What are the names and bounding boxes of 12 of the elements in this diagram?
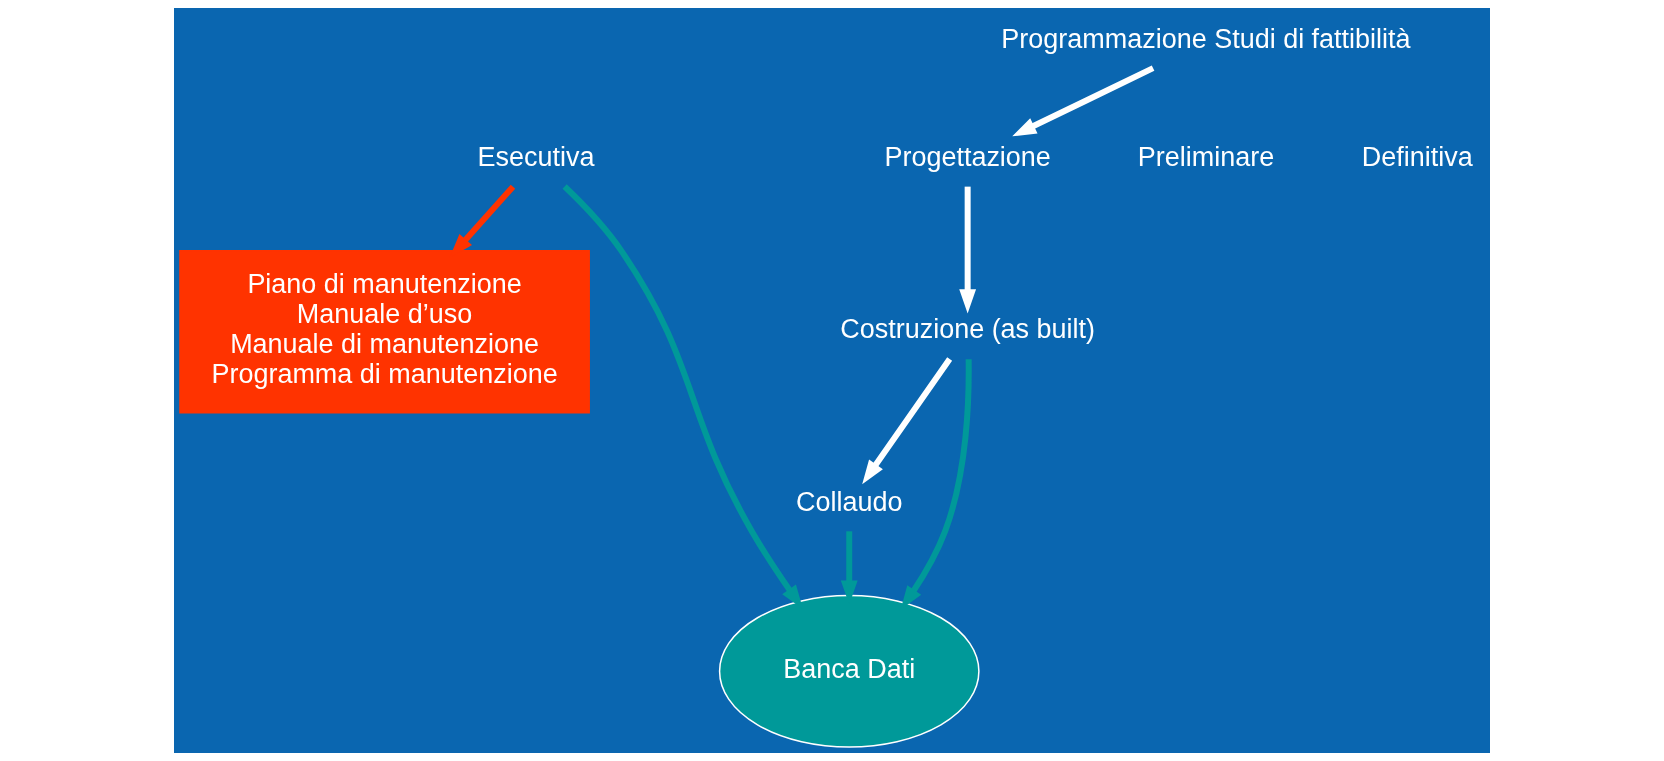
- arrow: [1012, 65, 1155, 137]
- node-box: Piano di manutenzione Manuale d’uso Manuale di manutenzione Programma di manutenzione: [179, 250, 590, 414]
- node-text: Costruzione (as built): [840, 314, 1096, 345]
- node-text: Collaudo: [796, 486, 903, 517]
- node-text: Programmazione Studi di fattibilità: [1001, 23, 1411, 54]
- label: Preliminare: [1137, 142, 1275, 173]
- label: Definitiva: [1361, 142, 1473, 173]
- arrow: [862, 357, 953, 485]
- node-ellipse: Banca Dati: [718, 594, 980, 748]
- node-text: Progettazione: [884, 142, 1051, 173]
- node-text: Esecutiva: [477, 142, 595, 173]
- arrow: [959, 186, 977, 314]
